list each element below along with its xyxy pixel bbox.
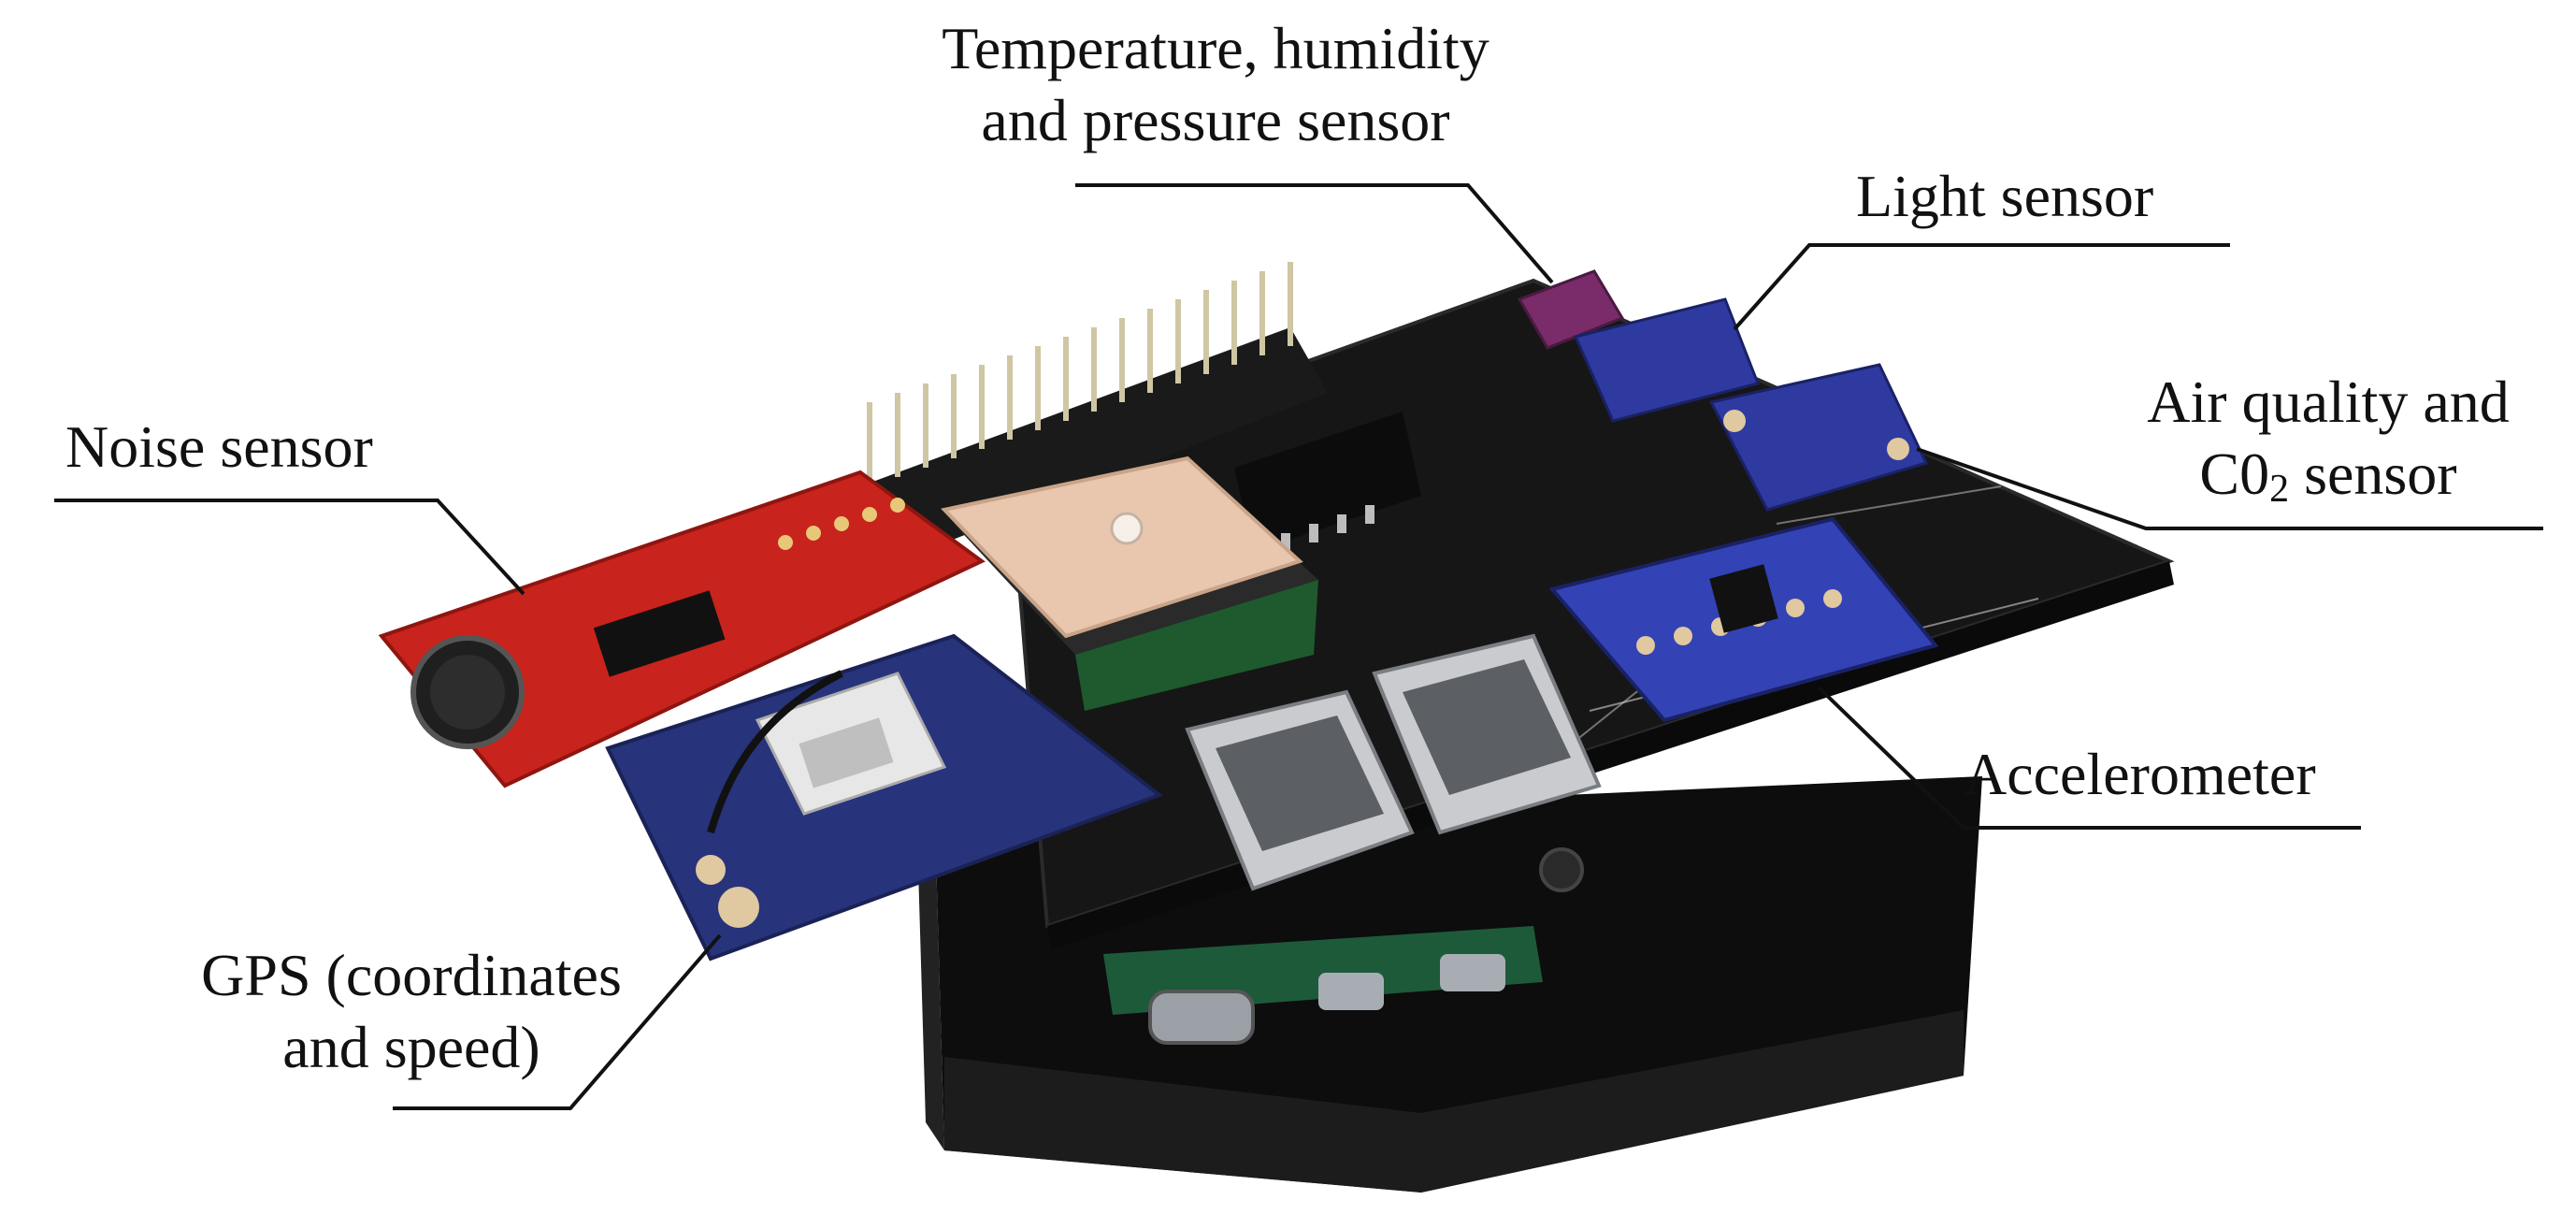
label-accelerometer: Accelerometer: [1964, 741, 2316, 807]
label-air-quality-suffix: sensor: [2289, 440, 2457, 507]
callout-light: [1733, 243, 2230, 331]
temperature-sensor-board: [1517, 269, 1625, 350]
callout-accelerometer: [1817, 686, 2361, 830]
accelerometer-board: [1548, 516, 1939, 723]
callout-temperature: [1075, 183, 1554, 284]
label-air-quality-prefix: C0: [2199, 440, 2270, 507]
label-temperature-humidity-pressure: Temperature, humidity and pressure senso…: [879, 13, 1552, 157]
label-gps-line1: GPS (coordinates: [201, 942, 622, 1008]
label-light-sensor: Light sensor: [1856, 163, 2154, 229]
callout-gps: [393, 933, 722, 1110]
label-air-quality-line2: C02 sensor: [2094, 439, 2562, 513]
label-temperature-line1: Temperature, humidity: [942, 15, 1489, 81]
label-temperature-line2: and pressure sensor: [981, 86, 1450, 153]
callout-air-quality: [1916, 447, 2543, 530]
label-noise-sensor: Noise sensor: [65, 413, 373, 480]
label-gps-line2: and speed): [282, 1013, 540, 1080]
label-air-quality: Air quality and C02 sensor: [2094, 367, 2562, 513]
label-air-quality-line1: Air quality and: [2147, 369, 2510, 435]
label-air-quality-subscript: 2: [2269, 467, 2290, 511]
noise-sensor-board: [378, 470, 986, 788]
light-sensor-board: [1573, 297, 1761, 423]
gps-board: [605, 633, 1164, 962]
gps-antenna-module: [941, 455, 1318, 711]
label-gps: GPS (coordinates and speed): [150, 940, 673, 1084]
callout-lines: [54, 183, 2543, 1110]
usb-ports: [1185, 633, 1602, 891]
air-quality-sensor-board: [1708, 363, 1929, 512]
callout-noise: [54, 499, 525, 596]
